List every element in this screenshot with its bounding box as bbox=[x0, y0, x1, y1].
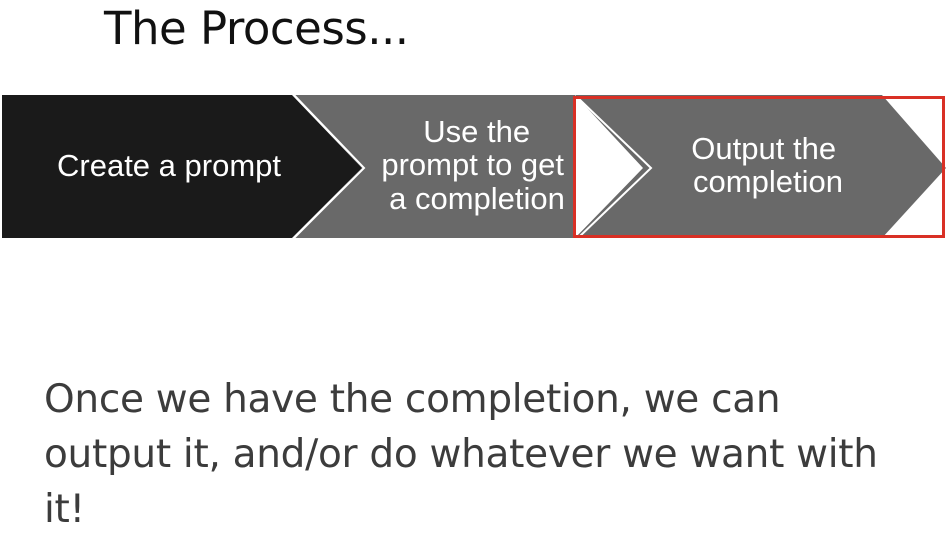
step-2-label: Use the prompt to get a completion bbox=[381, 114, 572, 216]
step-3-separator-line bbox=[577, 97, 653, 239]
step-2-chevron bbox=[294, 95, 575, 238]
slide-title: The Process... bbox=[104, 2, 409, 55]
body-text: Once we have the completion, we can outp… bbox=[44, 377, 878, 532]
step-1-label-line-1: Create a prompt bbox=[57, 148, 281, 183]
process-flow-diagram: Output the completion Use the prompt to … bbox=[2, 95, 946, 239]
step-3-chevron bbox=[575, 95, 946, 238]
step-2-label-line-3: a completion bbox=[389, 181, 565, 216]
output-step-highlight bbox=[573, 96, 945, 238]
step-3-label-line-1: Output the bbox=[691, 131, 836, 166]
step-3-label-line-2: completion bbox=[693, 164, 843, 199]
step-3-label: Output the completion bbox=[691, 131, 844, 199]
step-1-label: Create a prompt bbox=[57, 148, 281, 183]
step-2-separator-line bbox=[293, 95, 366, 239]
step-2-label-line-2: prompt to get bbox=[381, 147, 564, 182]
step-2-label-line-1: Use the bbox=[423, 114, 530, 149]
step-1-chevron bbox=[2, 95, 362, 238]
